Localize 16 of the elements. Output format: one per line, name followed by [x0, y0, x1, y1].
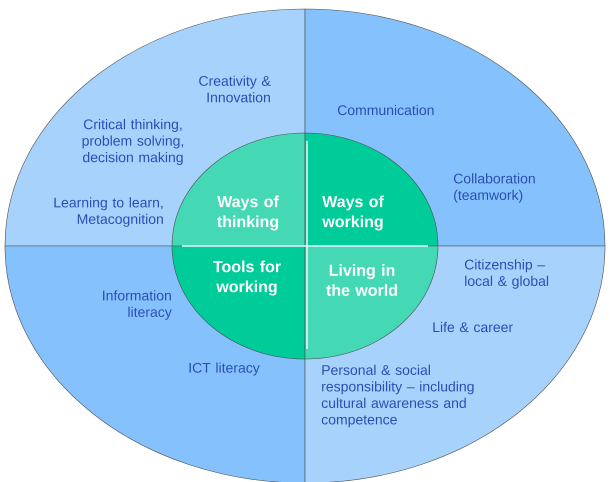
inner-sector	[172, 246, 306, 360]
skill-label: Personal & social responsibility – including cultural awareness and competence	[322, 364, 474, 428]
skill-label: Learning to learn, Metacognition	[54, 197, 163, 227]
quadrant-heading: Living in the world	[326, 264, 397, 296]
skill-label: Collaboration (teamwork)	[454, 173, 535, 203]
inner-sector	[304, 132, 438, 246]
skill-label: Communication	[338, 104, 434, 116]
skill-label: Critical thinking, problem solving, decision making	[82, 118, 184, 166]
quadrant-heading: Ways of working	[322, 196, 384, 230]
skill-label: Creativity & Innovation	[199, 76, 271, 102]
quadrant-heading: Tools for working	[213, 260, 281, 296]
skill-label: ICT literacy	[190, 362, 260, 376]
skill-label: Information literacy	[103, 290, 172, 320]
skill-label: Citizenship – local & global	[464, 259, 548, 289]
skill-label: Life & career	[433, 322, 513, 332]
quadrant-heading: Ways of thinking	[217, 196, 279, 230]
